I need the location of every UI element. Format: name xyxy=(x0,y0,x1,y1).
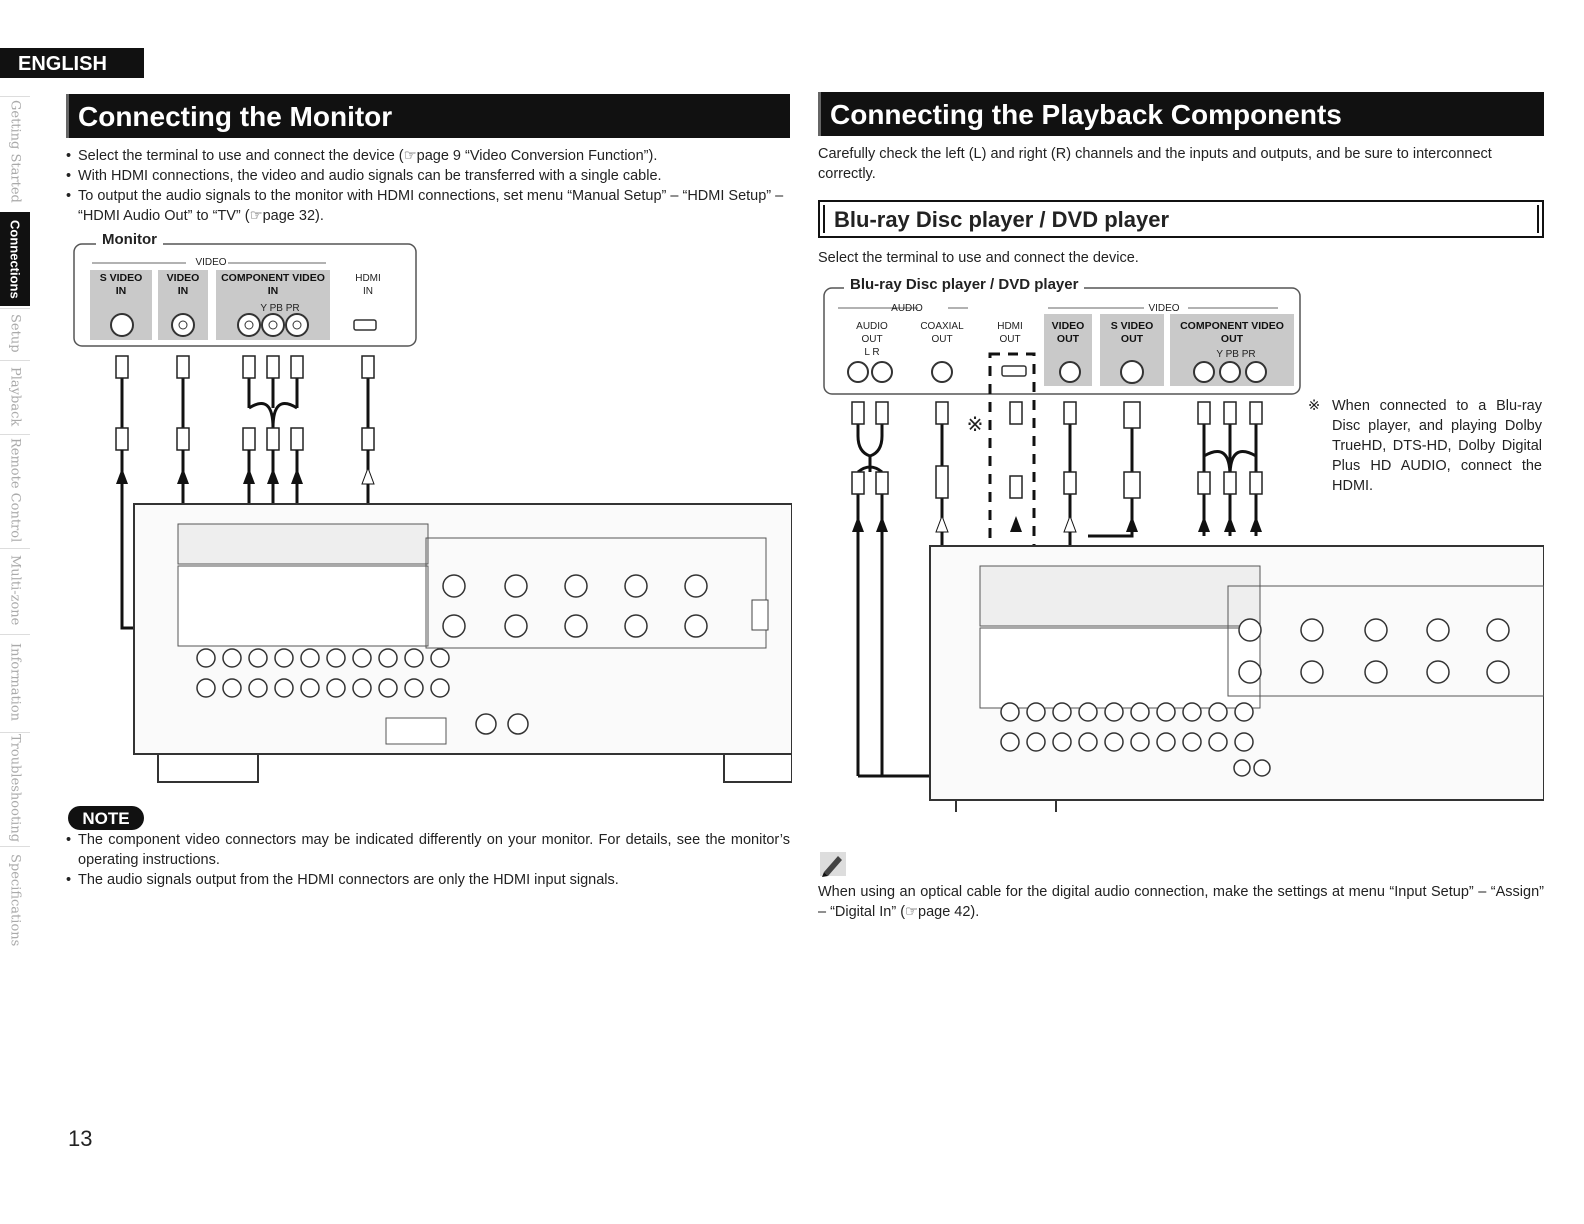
hdmi-callout: When connected to a Blu-ray Disc player,… xyxy=(1332,398,1542,494)
side-nav-troubleshooting[interactable]: Troubleshooting xyxy=(0,732,30,844)
bluray-hdmi-out-label: HDMI OUT xyxy=(997,321,1023,345)
bluray-audio-out-label: AUDIO OUT L R xyxy=(856,321,888,358)
list-item: To output the audio signals to the monit… xyxy=(66,186,790,226)
list-item: With HDMI connections, the video and aud… xyxy=(66,166,790,186)
monitor-video-in-label: VIDEO IN xyxy=(166,272,200,297)
side-nav-label: Specifications xyxy=(7,854,23,947)
side-nav-multi-zone[interactable]: Multi-zone xyxy=(0,548,30,632)
side-nav-information[interactable]: Information xyxy=(0,634,30,730)
side-nav-label: Setup xyxy=(7,314,23,353)
section-title-monitor: Connecting the Monitor xyxy=(66,94,790,138)
monitor-connection-diagram xyxy=(73,243,792,783)
bluray-audio-group-label: AUDIO xyxy=(891,303,923,314)
side-nav-label: Getting Started xyxy=(7,100,23,203)
section-title-playback: Connecting the Playback Components xyxy=(818,92,1544,136)
bluray-video-group-label: VIDEO xyxy=(1148,303,1180,314)
side-nav-getting-started[interactable]: Getting Started xyxy=(0,96,30,206)
side-nav-label: Remote Control xyxy=(7,438,23,543)
side-nav-label: Connections xyxy=(7,219,23,299)
pencil-icon xyxy=(820,852,846,877)
monitor-instructions: Select the terminal to use and connect t… xyxy=(66,146,790,226)
monitor-hdmi-in-label: HDMI IN xyxy=(355,273,381,297)
side-nav-label: Troubleshooting xyxy=(7,734,23,843)
bluray-coaxial-out-label: COAXIAL OUT xyxy=(920,321,964,345)
side-nav-playback[interactable]: Playback xyxy=(0,360,30,432)
monitor-svideo-in-label: S VIDEO IN xyxy=(99,272,143,297)
monitor-video-group-label: VIDEO xyxy=(195,257,227,268)
monitor-device-title: Monitor xyxy=(96,231,163,248)
note-badge: NOTE xyxy=(68,806,144,830)
bluray-video-out-label: VIDEO OUT xyxy=(1051,320,1085,345)
side-nav-label: Information xyxy=(7,643,23,722)
bluray-device-title: Blu-ray Disc player / DVD player xyxy=(844,276,1085,293)
bluray-intro: Select the terminal to use and connect t… xyxy=(818,250,1139,266)
monitor-component-in-label: COMPONENT VIDEO IN xyxy=(221,272,325,297)
side-nav-specifications[interactable]: Specifications xyxy=(0,846,30,954)
list-item: The component video connectors may be in… xyxy=(66,830,790,870)
note-list: The component video connectors may be in… xyxy=(66,830,790,890)
bluray-connection-diagram xyxy=(823,287,1544,812)
optical-tip: When using an optical cable for the digi… xyxy=(818,884,1544,920)
bluray-component-out-label: COMPONENT VIDEO OUT xyxy=(1180,320,1284,345)
side-nav-label: Playback xyxy=(7,366,23,427)
side-nav: Getting Started Connections Setup Playba… xyxy=(0,96,30,956)
side-nav-remote-control[interactable]: Remote Control xyxy=(0,434,30,546)
side-nav-label: Multi-zone xyxy=(7,555,23,626)
asterisk-mark: ※ xyxy=(966,414,984,436)
monitor-component-jack-labels: Y PB PR xyxy=(260,303,300,314)
bluray-component-jack-labels: Y PB PR xyxy=(1216,349,1256,360)
callout-asterisk: ※ xyxy=(1308,398,1321,414)
list-item: The audio signals output from the HDMI c… xyxy=(66,870,790,890)
subheading-bluray: Blu-ray Disc player / DVD player xyxy=(818,200,1544,238)
list-item: Select the terminal to use and connect t… xyxy=(66,146,790,166)
page-number: 13 xyxy=(68,1126,93,1151)
language-tab: ENGLISH xyxy=(0,48,144,78)
bluray-svideo-out-label: S VIDEO OUT xyxy=(1110,320,1154,345)
side-nav-connections[interactable]: Connections xyxy=(0,212,30,306)
playback-intro: Carefully check the left (L) and right (… xyxy=(818,146,1492,182)
side-nav-setup[interactable]: Setup xyxy=(0,308,30,358)
